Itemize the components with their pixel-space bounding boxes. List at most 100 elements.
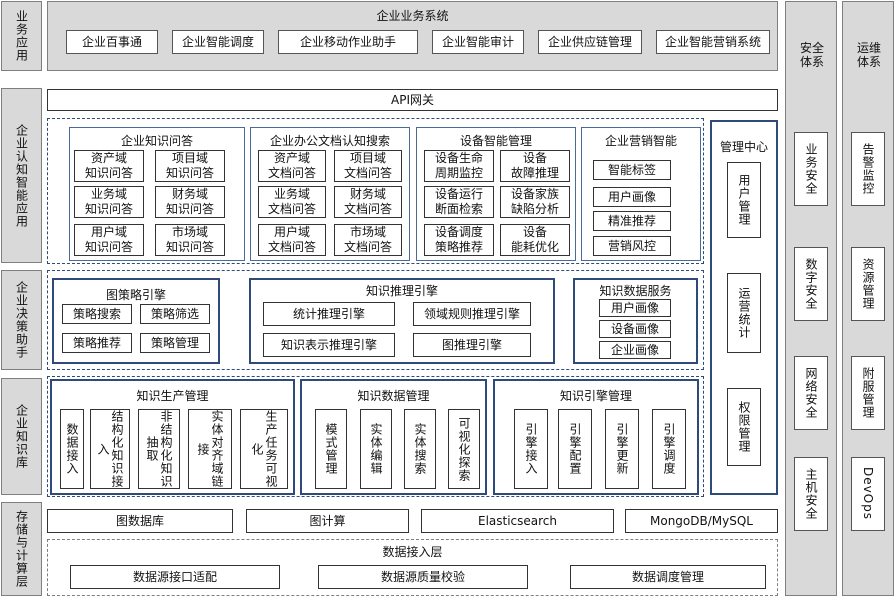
doc-search-title: 企业办公文档认知搜索 [269,134,390,148]
data-service-item: 用户画像 [599,299,671,317]
device-item: 设备生命 周期监控 [424,150,494,182]
qa-item: 项目域 知识问答 [155,150,225,182]
device-item: 设备 故障推理 [500,150,570,182]
security-item: 数字安全 [794,247,828,321]
knowledge-base-region [47,376,704,497]
production-item: 实体对齐域链接 [188,409,232,489]
ops-item: 资源管理 [851,247,885,321]
ops-item: 附服管理 [851,356,885,430]
marketing-item: 智能标签 [593,160,671,180]
ops-title: 运维体系 [856,41,881,69]
engine-mgmt-item: 引擎接入 [514,409,548,489]
label-storage: 存储与计算层 [1,502,42,596]
security-item: 网络安全 [794,356,828,430]
management-item: 用户管理 [727,162,761,238]
doc-item: 用户域 文档问答 [258,224,326,256]
storage-item: 图计算 [246,509,409,533]
storage-item: Elasticsearch [421,509,614,533]
business-system-panel: 企业业务系统 企业百事通 企业智能调度 企业移动作业助手 企业智能审计 企业供应… [47,1,778,71]
label-text: 企业认知智能应用 [14,123,29,228]
cognitive-apps-region [47,118,704,264]
production-item: 结构化知识接入 [90,409,130,489]
strategy-engine-title: 图策略引擎 [105,288,166,302]
device-mgmt-title: 设备智能管理 [459,134,532,148]
business-item: 企业移动作业助手 [278,30,418,54]
strategy-item: 策略推荐 [62,333,132,353]
data-service-title: 知识数据服务 [599,284,672,298]
business-item: 企业智能调度 [172,30,264,54]
engine-mgmt-title: 知识引擎管理 [559,389,632,403]
data-mgmt-group: 知识数据管理 模式管理 实体编辑 实体搜索 可视化探索 [300,379,487,495]
label-text: 企业决策助手 [14,281,29,359]
storage-item: MongoDB/MySQL [625,509,778,533]
marketing-item: 精准推荐 [593,211,671,231]
strategy-item: 策略搜索 [62,304,132,324]
qa-item: 资产域 知识问答 [74,150,144,182]
business-item: 企业供应链管理 [538,30,642,54]
data-service-item: 设备画像 [599,320,671,338]
engine-mgmt-item: 引擎配置 [558,409,592,489]
data-access-item: 数据调度管理 [570,565,766,589]
device-item: 设备家族 缺陷分析 [500,186,570,218]
production-item: 数据接入 [60,409,84,489]
label-knowledge-base: 企业知识库 [1,378,42,495]
management-item: 运营统计 [727,273,761,353]
management-center: 管理中心 用户管理 运营统计 权限管理 [710,120,778,495]
business-system-title: 企业业务系统 [376,9,449,23]
label-text: 业务应用 [14,10,29,62]
label-text: 企业知识库 [14,404,29,469]
business-item: 企业智能营销系统 [656,30,770,54]
production-item: 生产任务可视化 [240,409,288,489]
data-mgmt-item: 模式管理 [315,409,347,489]
doc-item: 资产域 文档问答 [258,150,326,182]
data-mgmt-item: 可视化探索 [448,409,480,489]
business-item: 企业智能审计 [432,30,524,54]
device-item: 设备调度 策略推荐 [424,224,494,256]
ops-item: DevOps [851,457,885,531]
strategy-item: 策略筛选 [140,304,210,324]
production-group: 知识生产管理 数据接入 结构化知识接入 非结构化知识抽取 实体对齐域链接 生产任… [50,379,295,495]
management-item: 权限管理 [727,388,761,466]
doc-item: 项目域 文档问答 [334,150,402,182]
data-mgmt-title: 知识数据管理 [357,389,430,403]
qa-item: 财务域 知识问答 [155,186,225,218]
ops-item: 告警监控 [851,132,885,206]
security-item: 业务安全 [794,132,828,206]
data-mgmt-item: 实体编辑 [360,409,392,489]
marketing-group: 企业营销智能 智能标签 用户画像 精准推荐 营销风控 [581,127,701,261]
doc-search-group: 企业办公文档认知搜索 资产域 文档问答 项目域 文档问答 业务域 文档问答 财务… [250,127,410,261]
strategy-item: 策略管理 [140,333,210,353]
knowledge-qa-group: 企业知识问答 资产域 知识问答 项目域 知识问答 业务域 知识问答 财务域 知识… [69,127,245,261]
data-access-item: 数据源接口适配 [70,565,280,589]
data-access-title: 数据接入层 [382,545,443,559]
marketing-item: 营销风控 [593,236,671,256]
security-system: 安全体系 业务安全 数字安全 网络安全 主机安全 [785,1,837,596]
reasoning-item: 知识表示推理引擎 [263,333,395,357]
management-title: 管理中心 [719,140,768,154]
engine-mgmt-item: 引擎调度 [652,409,686,489]
production-item: 非结构化知识抽取 [138,409,180,489]
device-mgmt-group: 设备智能管理 设备生命 周期监控 设备 故障推理 设备运行 断面检索 设备家族 … [416,127,576,261]
label-decision: 企业决策助手 [1,270,42,370]
engine-mgmt-group: 知识引擎管理 引擎接入 引擎配置 引擎更新 引擎调度 [493,379,699,495]
doc-item: 业务域 文档问答 [258,186,326,218]
reasoning-item: 领域规则推理引擎 [413,302,531,326]
business-item: 企业百事通 [66,30,158,54]
reasoning-item: 图推理引擎 [413,333,531,357]
decision-region [47,270,704,370]
production-title: 知识生产管理 [136,389,209,403]
data-access-layer: 数据接入层 数据源接口适配 数据源质量校验 数据调度管理 [47,539,778,596]
qa-item: 业务域 知识问答 [74,186,144,218]
reasoning-item: 统计推理引擎 [263,302,395,326]
engine-mgmt-item: 引擎更新 [605,409,639,489]
doc-item: 市场域 文档问答 [334,224,402,256]
data-service-group: 知识数据服务 用户画像 设备画像 企业画像 [573,278,698,364]
device-item: 设备运行 断面检索 [424,186,494,218]
qa-item: 用户域 知识问答 [74,224,144,256]
doc-item: 财务域 文档问答 [334,186,402,218]
label-business-app: 业务应用 [1,1,42,71]
strategy-engine-group: 图策略引擎 策略搜索 策略筛选 策略推荐 策略管理 [52,278,220,364]
reasoning-engine-title: 知识推理引擎 [365,284,438,298]
storage-item: 图数据库 [47,509,233,533]
data-service-item: 企业画像 [599,341,671,359]
